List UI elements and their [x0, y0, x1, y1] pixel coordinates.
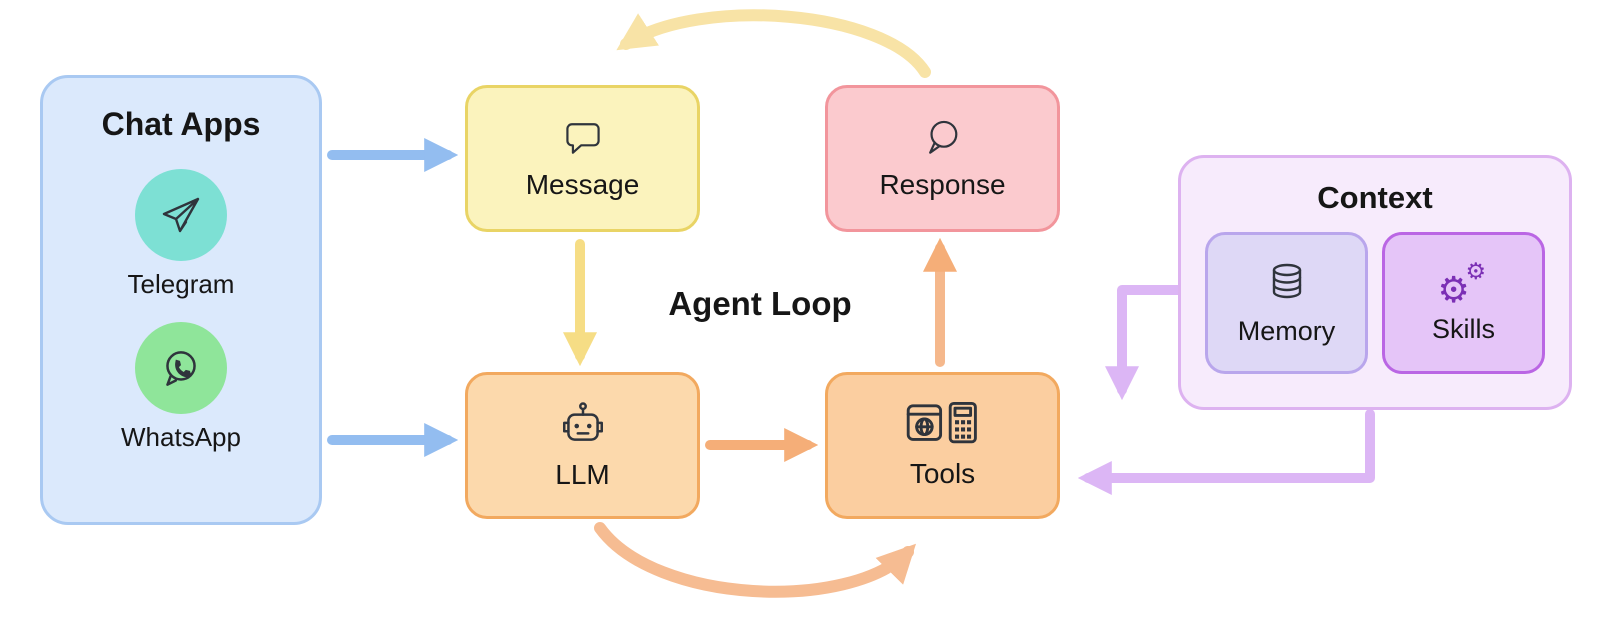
- arrow-response-to-message-loop: [616, 9, 931, 78]
- chat-apps-title: Chat Apps: [101, 106, 261, 142]
- message-label: Message: [525, 169, 640, 200]
- whatsapp-label: WhatsApp: [121, 422, 241, 452]
- telegram-icon: [135, 169, 227, 261]
- memory-box: Memory: [1205, 232, 1368, 374]
- speech-bubble-round-icon: [920, 116, 966, 165]
- skills-box: ⚙ ⚙ Skills: [1382, 232, 1545, 374]
- arrow-context-to-tools-top: [1104, 285, 1185, 401]
- llm-label: LLM: [555, 459, 610, 490]
- database-icon: [1263, 259, 1311, 312]
- response-label: Response: [879, 169, 1006, 200]
- robot-icon: [557, 400, 609, 455]
- tools-label: Tools: [909, 458, 976, 489]
- tools-box: Tools: [825, 372, 1060, 519]
- arrow-context-to-tools-side: [1077, 409, 1375, 496]
- chat-apps-panel: Chat Apps Telegram WhatsApp: [40, 75, 322, 525]
- response-box: Response: [825, 85, 1060, 232]
- arrow-llm-to-tools-loop: [594, 522, 917, 598]
- browser-calculator-icon: [902, 401, 984, 454]
- memory-label: Memory: [1237, 316, 1336, 346]
- context-panel: Context Memory ⚙ ⚙ Skills: [1178, 155, 1572, 410]
- telegram-label: Telegram: [127, 269, 235, 299]
- skills-label: Skills: [1431, 313, 1495, 344]
- whatsapp-icon: [135, 322, 227, 414]
- speech-bubble-square-icon: [560, 116, 606, 165]
- agent-loop-label: Agent Loop: [668, 285, 852, 322]
- llm-box: LLM: [465, 372, 700, 519]
- context-title: Context: [1317, 180, 1433, 215]
- gears-icon: ⚙ ⚙: [1437, 257, 1487, 310]
- message-box: Message: [465, 85, 700, 232]
